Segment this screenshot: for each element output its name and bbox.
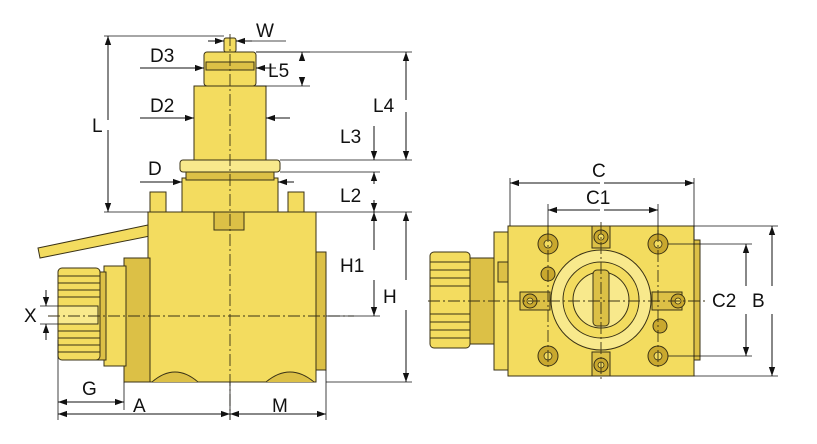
label-H: H: [383, 287, 397, 308]
collet-nut-serrations: [58, 275, 100, 353]
side-dimensions: W D3 L5 L D2 L4 L3 D: [24, 21, 412, 420]
main-body: [147, 211, 317, 383]
label-L5: L5: [268, 61, 289, 82]
shank-post-left: [149, 191, 167, 213]
label-M: M: [272, 396, 288, 417]
label-L3: L3: [340, 127, 361, 148]
label-C: C: [592, 161, 606, 182]
front-collet-serrations: [430, 261, 470, 339]
label-L4: L4: [373, 96, 395, 117]
label-X: X: [24, 306, 37, 327]
collet-bore: [57, 305, 99, 325]
front-collet-nut: [429, 251, 471, 349]
label-D3: D3: [150, 46, 174, 67]
front-plate-right-edge: [693, 239, 701, 361]
label-B: B: [752, 291, 765, 312]
front-dimensions: C C1 C2 B: [509, 161, 778, 377]
label-W: W: [256, 21, 274, 42]
shank-post-right: [287, 191, 305, 213]
label-C1: C1: [586, 188, 610, 209]
label-C2: C2: [712, 291, 736, 312]
label-G: G: [82, 379, 97, 400]
label-L: L: [92, 116, 103, 137]
side-view: [37, 34, 354, 420]
front-housing: [123, 257, 151, 383]
label-A: A: [133, 396, 146, 417]
label-H1: H1: [340, 256, 364, 277]
label-D: D: [148, 159, 162, 180]
bottom-slot-right: [265, 371, 315, 383]
main-body-right-flange: [315, 251, 327, 371]
front-view: [428, 222, 708, 382]
coolant-pipe: [37, 224, 151, 259]
label-D2: D2: [150, 96, 174, 117]
bottom-slot-left: [151, 371, 199, 383]
label-L2: L2: [340, 186, 361, 207]
